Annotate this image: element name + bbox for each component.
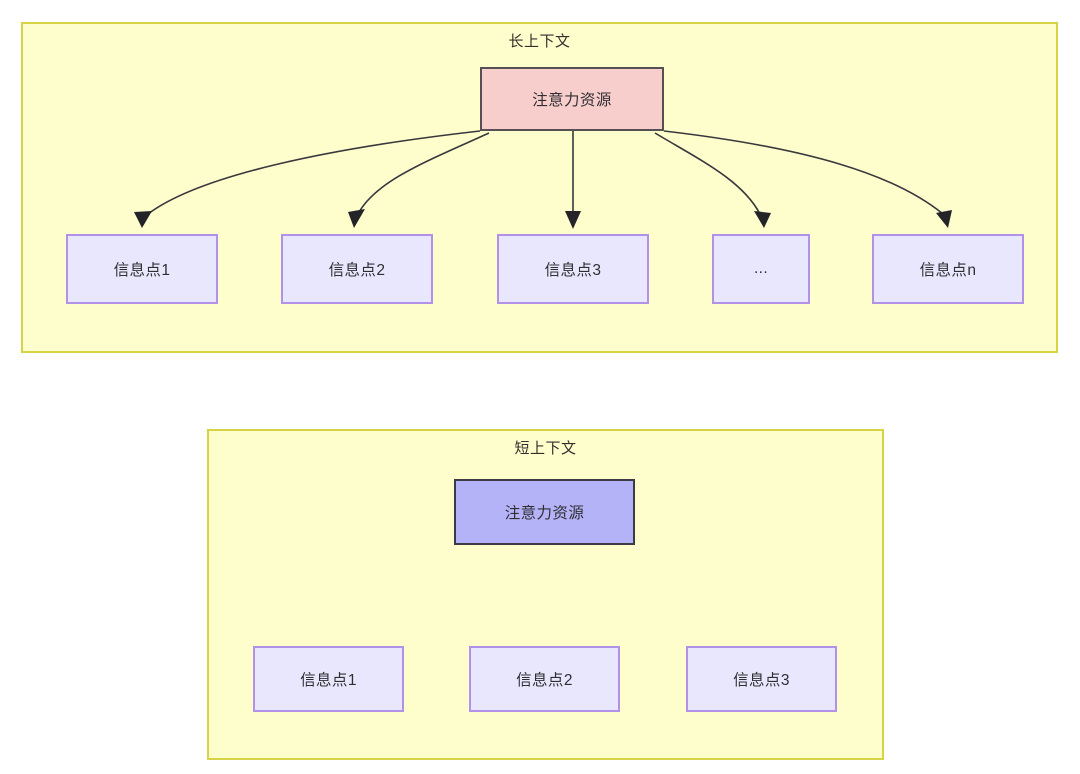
- node-label: 注意力资源: [504, 505, 585, 522]
- node-info-point-3-short[interactable]: 信息点3: [686, 646, 837, 712]
- node-info-point-1-long[interactable]: 信息点1: [66, 234, 218, 304]
- node-label: 信息点1: [113, 262, 171, 279]
- node-info-point-1-short[interactable]: 信息点1: [253, 646, 404, 712]
- node-info-point-2-long[interactable]: 信息点2: [281, 234, 433, 304]
- node-info-point-2-short[interactable]: 信息点2: [469, 646, 620, 712]
- group-long-context-title: 长上下文: [508, 33, 571, 50]
- node-label: 信息点3: [544, 262, 602, 279]
- node-info-point-n-long[interactable]: 信息点n: [872, 234, 1024, 304]
- node-label: ...: [753, 260, 769, 277]
- node-info-point-ellipsis-long[interactable]: ...: [712, 234, 810, 304]
- node-label: 注意力资源: [532, 92, 612, 109]
- node-label: 信息点2: [328, 262, 386, 279]
- node-attention-resource-long[interactable]: 注意力资源: [480, 67, 664, 131]
- group-short-context-title: 短上下文: [514, 440, 577, 457]
- node-label: 信息点3: [733, 672, 790, 689]
- node-label: 信息点2: [516, 672, 573, 689]
- node-label: 信息点1: [300, 672, 357, 689]
- node-info-point-3-long[interactable]: 信息点3: [497, 234, 649, 304]
- node-label: 信息点n: [919, 262, 977, 279]
- node-attention-resource-short[interactable]: 注意力资源: [454, 479, 635, 545]
